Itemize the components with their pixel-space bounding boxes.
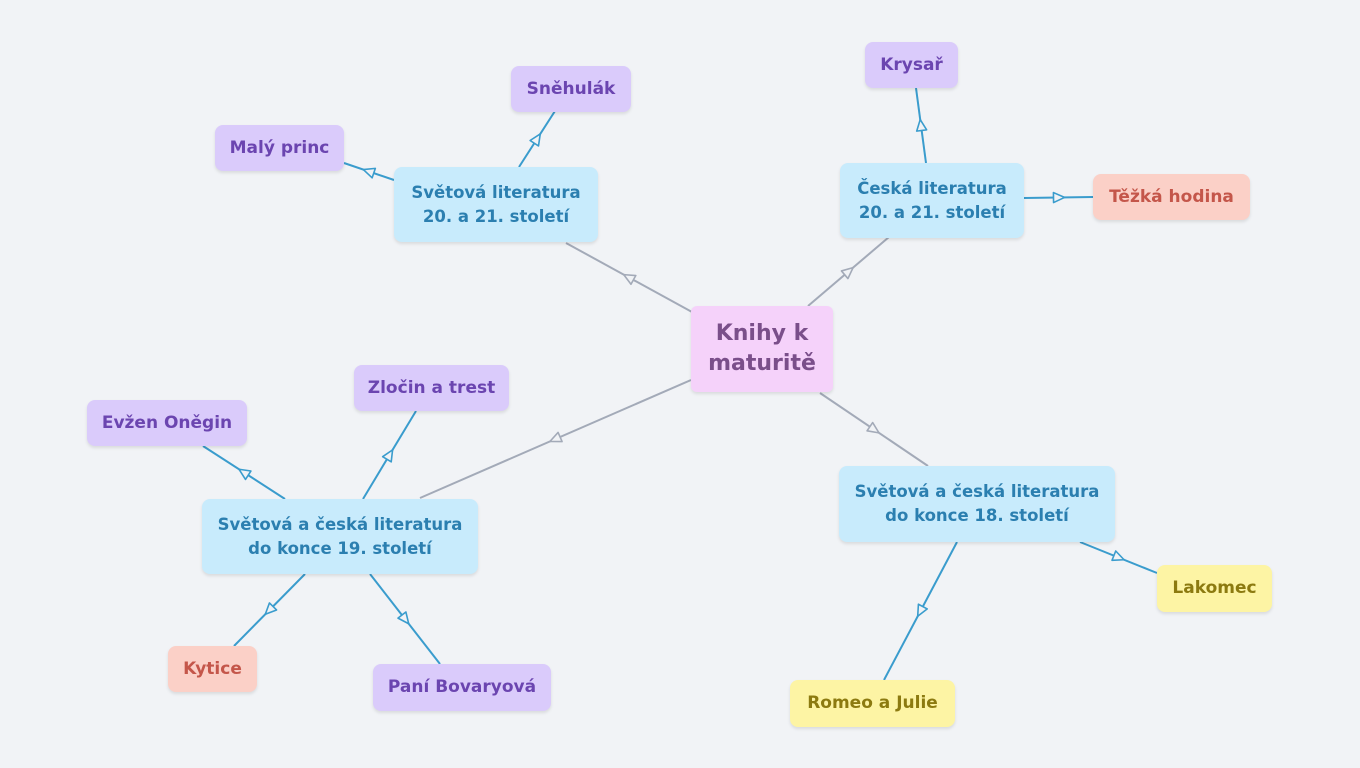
book-node-pani-bovaryova[interactable]: Paní Bovaryová: [373, 664, 551, 711]
book-label: Kytice: [183, 658, 242, 679]
book-node-krysar[interactable]: Krysař: [865, 42, 958, 88]
central-node[interactable]: Knihy k maturitě: [691, 306, 833, 392]
book-node-lakomec[interactable]: Lakomec: [1157, 565, 1272, 612]
book-node-evzen-onegin[interactable]: Evžen Oněgin: [87, 400, 247, 446]
edge-center-svetova-ceska-18-arrowhead: [866, 421, 880, 434]
topic-node-svetova-ceska-18[interactable]: Světová a česká literatura do konce 18. …: [839, 466, 1115, 542]
edge-to-kytice-arrowhead: [264, 602, 278, 616]
edge-to-pani-bovaryova-arrowhead: [397, 611, 410, 625]
edge-to-zlocin-a-trest-arrowhead: [381, 449, 394, 463]
edge-to-evzen-onegin-arrowhead: [238, 468, 252, 481]
book-label: Zločin a trest: [367, 377, 496, 398]
edge-to-krysar-arrowhead: [915, 118, 928, 132]
topic-label: Česká literatura 20. a 21. století: [857, 178, 1007, 222]
book-node-romeo-a-julie[interactable]: Romeo a Julie: [790, 680, 955, 727]
edge-to-romeo-a-julie-arrowhead: [916, 603, 929, 618]
book-node-maly-princ[interactable]: Malý princ: [215, 125, 344, 171]
topic-label: Světová literatura 20. a 21. století: [411, 182, 581, 226]
central-node-label: Knihy k maturitě: [708, 321, 816, 376]
book-label: Sněhulák: [526, 78, 616, 99]
topic-node-svetova-20-21[interactable]: Světová literatura 20. a 21. století: [394, 167, 598, 242]
book-label: Těžká hodina: [1109, 186, 1234, 207]
edge-to-snehulak-arrowhead: [529, 133, 542, 147]
book-label: Evžen Oněgin: [101, 412, 233, 433]
book-node-zlocin-a-trest[interactable]: Zločin a trest: [354, 365, 509, 411]
edge-to-maly-princ-arrowhead: [362, 167, 377, 179]
edge-center-svetova-ceska-19-arrowhead: [549, 431, 563, 443]
topic-label: Světová a česká literatura do konce 19. …: [217, 514, 463, 558]
topic-node-svetova-ceska-19[interactable]: Světová a česká literatura do konce 19. …: [202, 499, 478, 574]
book-label: Krysař: [880, 54, 943, 75]
topic-label: Světová a česká literatura do konce 18. …: [854, 482, 1100, 525]
book-label: Romeo a Julie: [807, 693, 938, 714]
topic-node-ceska-20-21[interactable]: Česká literatura 20. a 21. století: [840, 163, 1024, 238]
edge-to-lakomec-arrowhead: [1111, 550, 1125, 562]
book-label: Lakomec: [1172, 578, 1257, 599]
edge-center-svetova-20-21-arrowhead: [622, 273, 637, 286]
book-node-tezka-hodina[interactable]: Těžká hodina: [1093, 174, 1250, 220]
book-node-kytice[interactable]: Kytice: [168, 646, 257, 692]
book-node-snehulak[interactable]: Sněhulák: [511, 66, 631, 112]
book-label: Malý princ: [229, 137, 330, 158]
edge-center-ceska-20-21-arrowhead: [840, 266, 854, 280]
book-label: Paní Bovaryová: [387, 677, 537, 698]
edge-to-tezka-hodina-arrowhead: [1052, 191, 1066, 204]
